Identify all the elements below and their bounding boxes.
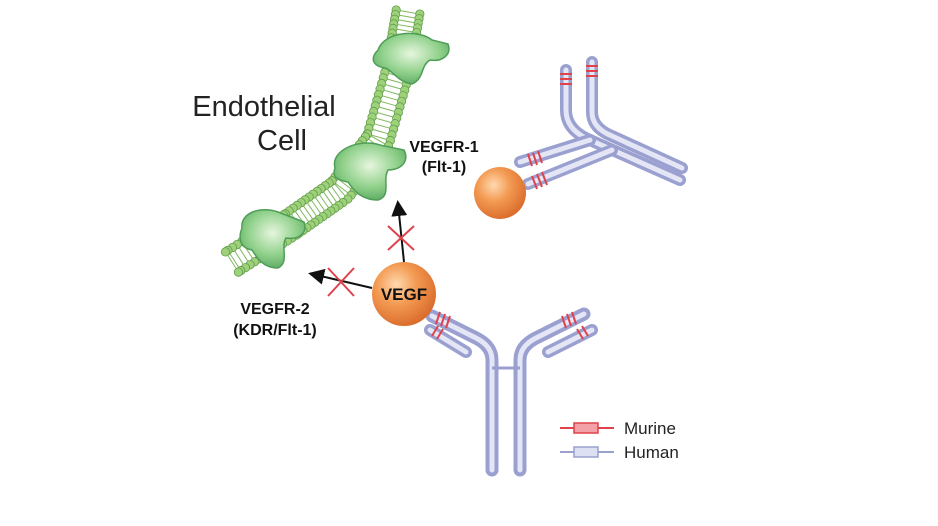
vegf-ball-bound <box>474 167 526 219</box>
lipid-tail <box>399 14 416 19</box>
cell-label-line2: Cell <box>257 125 307 157</box>
lipid-tail <box>229 253 240 268</box>
lipid-tail <box>307 202 317 217</box>
lipid-tail <box>378 106 395 112</box>
lipid-tail <box>238 247 249 262</box>
legend-murine-label: Murine <box>624 419 676 438</box>
arrow-to-vegfr1 <box>391 200 408 263</box>
lipid-tail <box>386 78 403 84</box>
vegfr1-label-line2: (Flt-1) <box>422 159 466 176</box>
lipid-tail <box>315 197 325 211</box>
lipid-tail <box>227 254 237 270</box>
lipid-tail <box>396 28 413 33</box>
x-mark-icon <box>387 225 415 251</box>
vegfr2-label-line1: VEGFR-2 <box>240 301 309 318</box>
lipid-tail <box>234 250 244 265</box>
lipid-tail <box>334 183 346 197</box>
legend-human-label: Human <box>624 443 679 462</box>
lipid-tail <box>323 191 333 206</box>
lipid-tail <box>319 194 329 209</box>
receptor-vegfr2 <box>239 208 306 269</box>
antibody-bottom <box>424 307 598 477</box>
legend-murine: Murine <box>560 419 676 438</box>
lipid-tail <box>398 19 415 24</box>
lipid-tail <box>377 112 394 118</box>
lipid-tail <box>385 84 402 90</box>
lipid-tail <box>327 188 337 203</box>
lipid-tail <box>400 10 416 14</box>
lipid-tail <box>374 123 390 129</box>
lipid-head <box>233 267 244 277</box>
lipid-tail <box>370 134 387 140</box>
lipid-tail <box>375 117 392 124</box>
vegf-label: VEGF <box>381 285 427 304</box>
legend-human: Human <box>560 443 679 462</box>
lipid-tail <box>397 24 414 28</box>
lipid-tail <box>383 89 400 96</box>
receptor-vegfr1 <box>333 142 407 201</box>
lipid-tail <box>372 128 389 135</box>
x-mark-icon <box>327 267 355 297</box>
lipid-head <box>220 247 231 257</box>
lipid-tail <box>380 100 397 107</box>
lipid-tail <box>382 95 398 101</box>
vegfr1-label-line1: VEGFR-1 <box>409 139 478 156</box>
lipid-tail <box>331 185 341 200</box>
lipid-tail <box>303 205 313 220</box>
lipid-tail <box>334 182 349 194</box>
lipid-tail <box>299 208 309 223</box>
legend: Murine Human <box>560 419 679 462</box>
receptor-top <box>372 32 450 85</box>
vegfr2-label-line2: (KDR/Flt-1) <box>233 322 317 339</box>
antibody-top <box>514 56 688 190</box>
lipid-tail <box>311 199 321 214</box>
vegf-ball <box>372 262 436 326</box>
lipid-tail <box>370 135 386 145</box>
cell-label-line1: Endothelial <box>192 91 336 123</box>
